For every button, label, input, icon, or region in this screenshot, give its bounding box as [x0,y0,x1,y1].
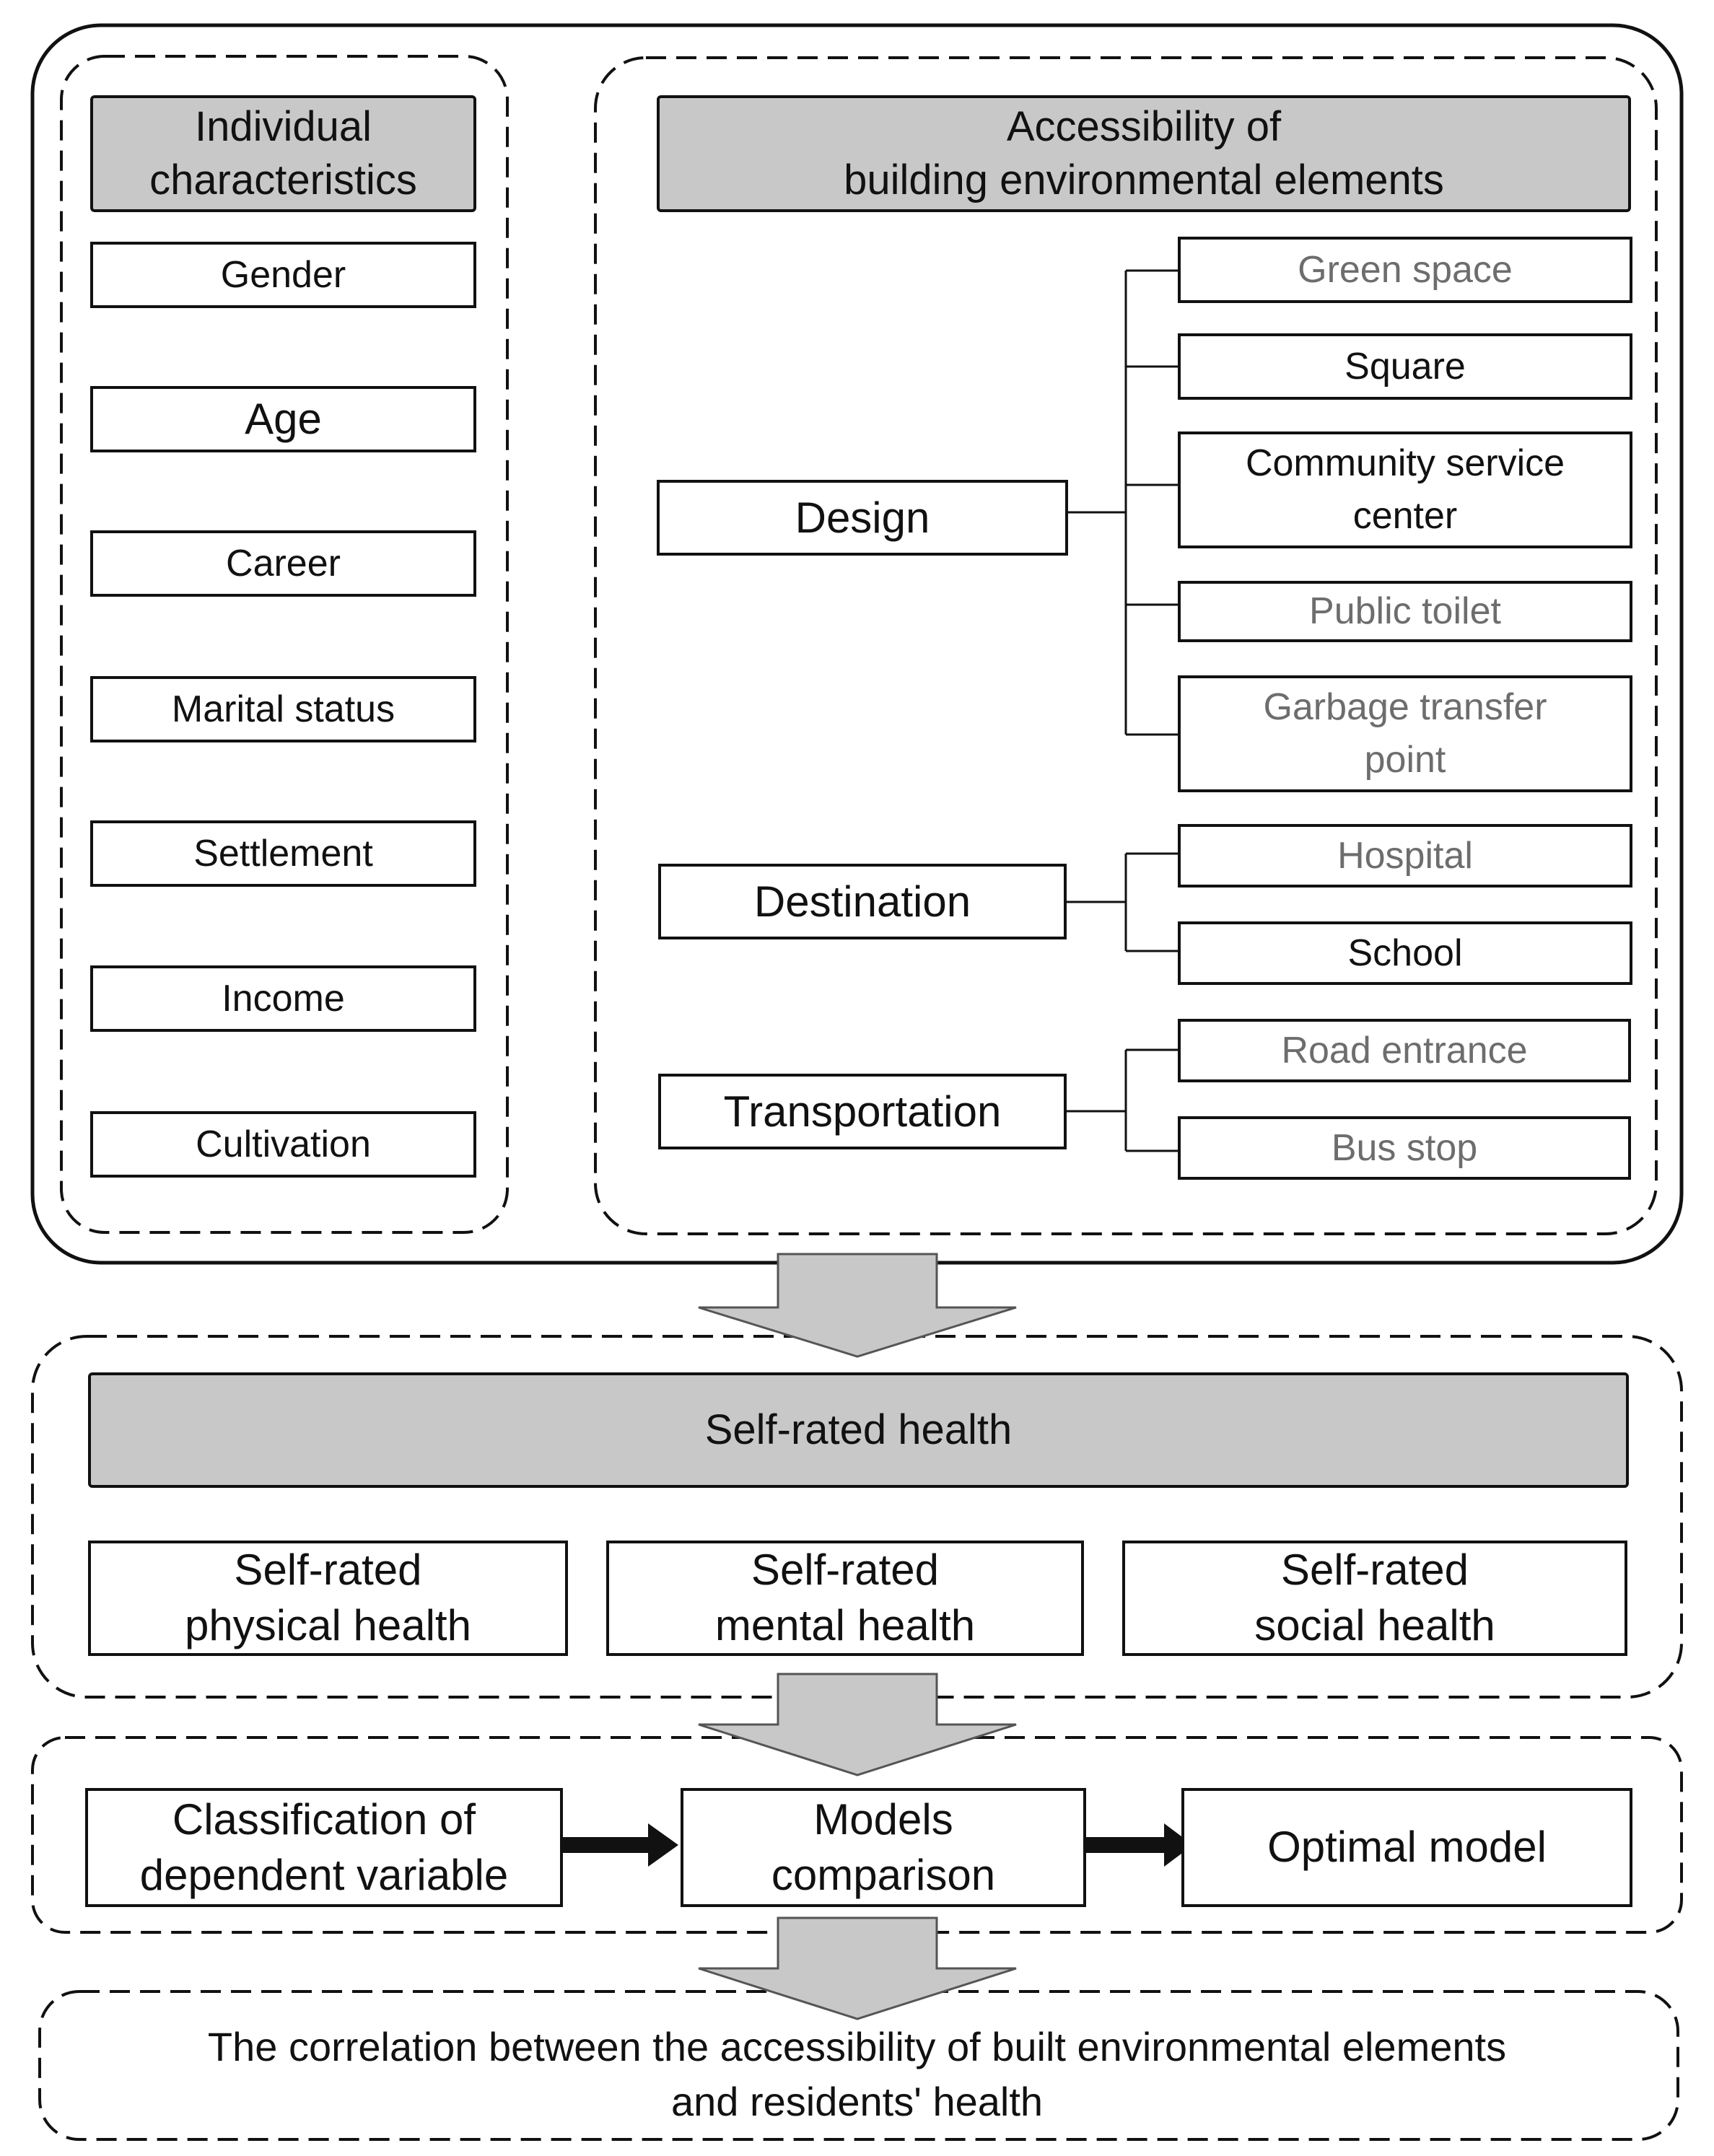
model-step-comparison: Models comparison [681,1788,1086,1907]
individual-header-text: Individual characteristics [149,102,417,203]
item-label: Age [245,395,322,443]
individual-header: Individual characteristics [90,95,476,212]
group-destination: Destination [658,864,1067,939]
down-arrow-1 [698,1253,1017,1358]
individual-item-income: Income [90,965,476,1032]
item-label: Gender [220,253,346,296]
health-item-label: Self-rated physical health [185,1546,471,1649]
group-design: Design [657,480,1068,556]
item-label: Settlement [193,832,373,875]
individual-item-marital-status: Marital status [90,676,476,742]
element-hospital: Hospital [1178,824,1632,888]
health-item-social: Self-rated social health [1122,1541,1627,1656]
item-label: Cultivation [196,1123,371,1165]
individual-group-frame [60,55,509,1234]
element-school: School [1178,921,1632,985]
model-step-label: Models comparison [771,1795,996,1899]
model-step-label: Optimal model [1267,1823,1547,1872]
model-step-classification: Classification of dependent variable [85,1788,563,1907]
element-bus-stop: Bus stop [1178,1116,1631,1180]
health-item-label: Self-rated mental health [714,1546,976,1649]
element-square: Square [1178,333,1632,400]
group-transportation: Transportation [658,1074,1067,1149]
model-step-optimal: Optimal model [1181,1788,1632,1907]
element-garbage-transfer-point: Garbage transfer point [1178,675,1632,792]
individual-item-settlement: Settlement [90,820,476,887]
element-green-space: Green space [1178,237,1632,303]
design-connectors [1068,269,1180,736]
transportation-connectors [1067,1048,1180,1152]
destination-connectors [1067,852,1180,952]
individual-item-cultivation: Cultivation [90,1111,476,1178]
conclusion-text: The correlation between the accessibilit… [207,2024,1507,2124]
item-label: Income [222,977,345,1020]
individual-item-career: Career [90,530,476,597]
down-arrow-2 [698,1673,1017,1776]
element-label: Public toilet [1309,590,1501,633]
individual-item-age: Age [90,386,476,452]
health-item-physical: Self-rated physical health [88,1541,568,1656]
group-label: Destination [753,877,971,926]
item-label: Career [226,542,341,584]
element-community-service-center: Community service center [1178,431,1632,548]
health-item-label: Self-rated social health [1254,1546,1495,1649]
element-label: Hospital [1337,834,1473,877]
element-road-entrance: Road entrance [1178,1019,1631,1082]
accessibility-header: Accessibility of building environmental … [657,95,1631,212]
element-label: Square [1344,345,1466,387]
health-item-mental: Self-rated mental health [606,1541,1084,1656]
element-label: School [1347,932,1463,974]
group-label: Transportation [723,1087,1002,1136]
right-arrow-1 [563,1823,678,1867]
individual-item-gender: Gender [90,242,476,308]
accessibility-group-frame [594,56,1658,1235]
element-label: Road entrance [1281,1029,1528,1072]
element-label: Garbage transfer point [1263,686,1547,781]
down-arrow-3 [698,1916,1017,2020]
health-header-text: Self-rated health [704,1406,1013,1453]
conclusion-frame [38,1990,1679,2141]
element-public-toilet: Public toilet [1178,581,1632,642]
element-label: Bus stop [1331,1126,1478,1169]
accessibility-header-text: Accessibility of building environmental … [844,102,1444,203]
element-label: Green space [1298,248,1513,291]
model-step-label: Classification of dependent variable [139,1795,509,1899]
item-label: Marital status [171,688,395,730]
health-header: Self-rated health [88,1372,1629,1488]
element-label: Community service center [1245,442,1565,537]
right-arrow-2 [1086,1823,1193,1867]
group-label: Design [795,493,930,542]
